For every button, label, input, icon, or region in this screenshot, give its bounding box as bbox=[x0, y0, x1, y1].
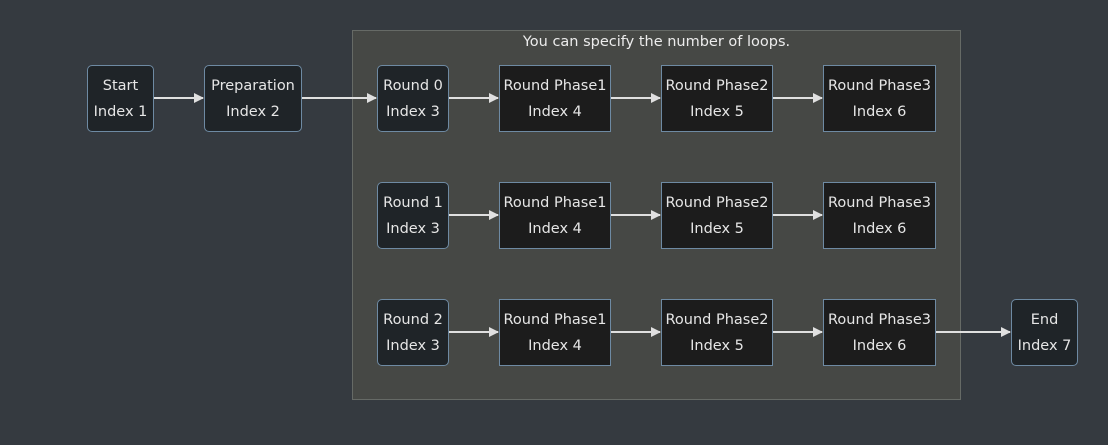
node-round-1-phase2-title: Round Phase2 bbox=[665, 194, 769, 211]
node-round-0: Round 0 Index 3 bbox=[377, 65, 449, 132]
node-round-1-phase3-title: Round Phase3 bbox=[827, 194, 931, 211]
node-round-0-phase2-index: Index 5 bbox=[690, 103, 744, 120]
node-round-1-phase3-index: Index 6 bbox=[852, 220, 907, 237]
node-round-2-phase3-index: Index 6 bbox=[852, 337, 907, 354]
loop-group-caption: You can specify the number of loops. bbox=[522, 34, 791, 50]
node-round-0-phase3: Round Phase3 Index 6 bbox=[823, 65, 936, 132]
node-end-title: End bbox=[1030, 311, 1059, 328]
node-preparation-index: Index 2 bbox=[226, 103, 280, 120]
node-round-1-phase1-index: Index 4 bbox=[528, 220, 582, 237]
node-round-2-phase2-index: Index 5 bbox=[690, 337, 744, 354]
node-round-2-phase1-title: Round Phase1 bbox=[503, 311, 607, 328]
node-round-2-phase3-title: Round Phase3 bbox=[827, 311, 931, 328]
node-round-0-index: Index 3 bbox=[386, 103, 440, 120]
node-round-0-phase1-title: Round Phase1 bbox=[503, 77, 607, 94]
node-round-1-phase1-title: Round Phase1 bbox=[503, 194, 607, 211]
node-round-1-phase2-index: Index 5 bbox=[690, 220, 744, 237]
node-start-index: Index 1 bbox=[93, 103, 148, 120]
node-preparation-title: Preparation bbox=[211, 77, 295, 94]
node-end: End Index 7 bbox=[1011, 299, 1078, 366]
node-round-2-title: Round 2 bbox=[383, 311, 443, 328]
node-round-2-phase1: Round Phase1 Index 4 bbox=[499, 299, 611, 366]
node-round-2-phase2: Round Phase2 Index 5 bbox=[661, 299, 773, 366]
node-round-0-phase2: Round Phase2 Index 5 bbox=[661, 65, 773, 132]
node-round-2-phase2-title: Round Phase2 bbox=[665, 311, 769, 328]
node-round-2-phase3: Round Phase3 Index 6 bbox=[823, 299, 936, 366]
node-round-0-phase3-title: Round Phase3 bbox=[827, 77, 931, 94]
node-preparation: Preparation Index 2 bbox=[204, 65, 302, 132]
node-round-1-index: Index 3 bbox=[386, 220, 440, 237]
node-round-1: Round 1 Index 3 bbox=[377, 182, 449, 249]
node-round-2: Round 2 Index 3 bbox=[377, 299, 449, 366]
node-round-0-phase1: Round Phase1 Index 4 bbox=[499, 65, 611, 132]
node-round-1-phase1: Round Phase1 Index 4 bbox=[499, 182, 611, 249]
node-round-1-title: Round 1 bbox=[383, 194, 443, 211]
node-round-0-phase2-title: Round Phase2 bbox=[665, 77, 769, 94]
node-end-index: Index 7 bbox=[1017, 337, 1072, 354]
node-start: Start Index 1 bbox=[87, 65, 154, 132]
node-round-0-phase1-index: Index 4 bbox=[528, 103, 582, 120]
node-round-0-phase3-index: Index 6 bbox=[852, 103, 907, 120]
node-start-title: Start bbox=[102, 77, 139, 94]
node-round-1-phase3: Round Phase3 Index 6 bbox=[823, 182, 936, 249]
node-round-0-title: Round 0 bbox=[383, 77, 443, 94]
node-round-2-index: Index 3 bbox=[386, 337, 440, 354]
node-round-2-phase1-index: Index 4 bbox=[528, 337, 582, 354]
node-round-1-phase2: Round Phase2 Index 5 bbox=[661, 182, 773, 249]
